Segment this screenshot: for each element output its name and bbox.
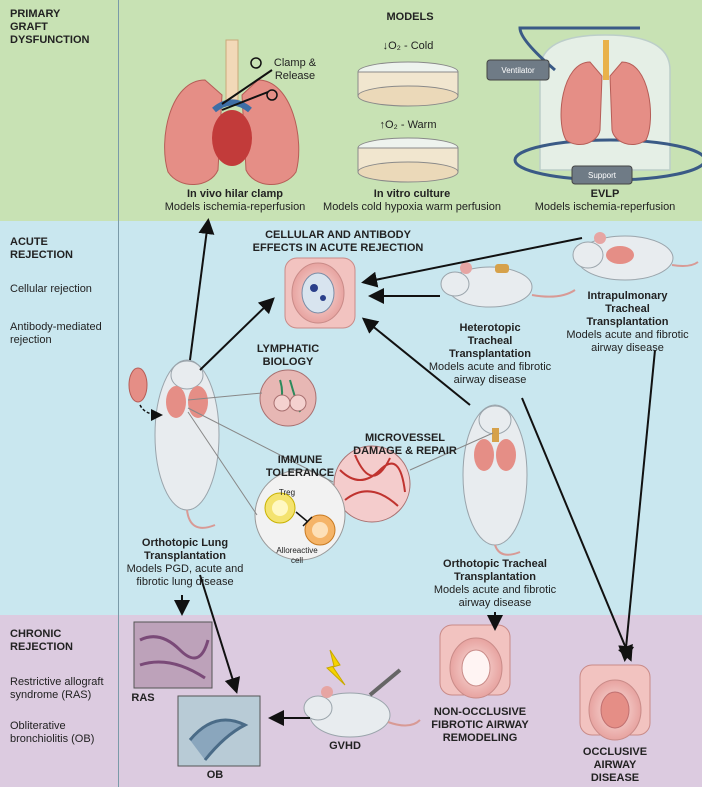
warm-dish-illustration bbox=[357, 137, 459, 183]
microvessel-circle-illustration bbox=[333, 445, 411, 523]
gvhd-mouse-illustration bbox=[303, 649, 421, 738]
nonocclusive-label: NON-OCCLUSIVE FIBROTIC AIRWAY REMODELING bbox=[431, 706, 529, 744]
occlusive-label: OCCLUSIVE AIRWAY DISEASE bbox=[582, 746, 648, 784]
support-label: Support bbox=[587, 171, 617, 180]
intrapulmonary-mouse-illustration bbox=[572, 232, 699, 281]
hilar-lungs-illustration bbox=[164, 39, 300, 185]
cold-label: ↓O₂ - Cold bbox=[382, 40, 434, 52]
orthotopic-lung-mouse-illustration bbox=[128, 359, 220, 529]
orthotopic-tracheal-caption: Orthotopic Tracheal Transplantation Mode… bbox=[433, 558, 557, 609]
warm-label: ↑O₂ - Warm bbox=[379, 119, 437, 131]
heterotopic-caption: Heterotopic Tracheal Transplantation Mod… bbox=[428, 322, 552, 386]
intrapulmonary-caption: Intrapulmonary Tracheal Transplantation … bbox=[566, 290, 689, 354]
occlusive-trachea-illustration bbox=[579, 664, 651, 741]
immune-tolerance-circle-illustration bbox=[254, 469, 346, 561]
ras-label: RAS bbox=[131, 692, 155, 704]
models-header: MODELS bbox=[386, 11, 434, 23]
nonocclusive-trachea-illustration bbox=[439, 624, 511, 699]
ob-histology-illustration bbox=[177, 695, 261, 767]
trachea-acute-illustration bbox=[284, 257, 356, 329]
orthotopic-tracheal-mouse-illustration bbox=[462, 404, 528, 556]
zoom-lines bbox=[187, 392, 494, 516]
clamp-label: Clamp &Release bbox=[273, 57, 317, 82]
lymphatic-circle-illustration bbox=[259, 369, 317, 427]
cold-dish-illustration bbox=[357, 61, 459, 107]
heterotopic-mouse-illustration bbox=[440, 262, 576, 308]
treg-label: Treg bbox=[278, 488, 296, 497]
evlp-illustration bbox=[486, 26, 702, 185]
section-divider bbox=[118, 0, 119, 787]
ob-label: OB bbox=[206, 769, 224, 781]
orthotopic-lung-caption: Orthotopic Lung Transplantation Models P… bbox=[126, 537, 244, 588]
gvhd-label: GVHD bbox=[329, 740, 361, 752]
acute-item-cellular: Cellular rejection bbox=[10, 283, 92, 295]
ventilator-label: Ventilator bbox=[501, 66, 535, 75]
flow-arrows bbox=[174, 218, 656, 726]
ras-histology-illustration bbox=[133, 621, 213, 689]
